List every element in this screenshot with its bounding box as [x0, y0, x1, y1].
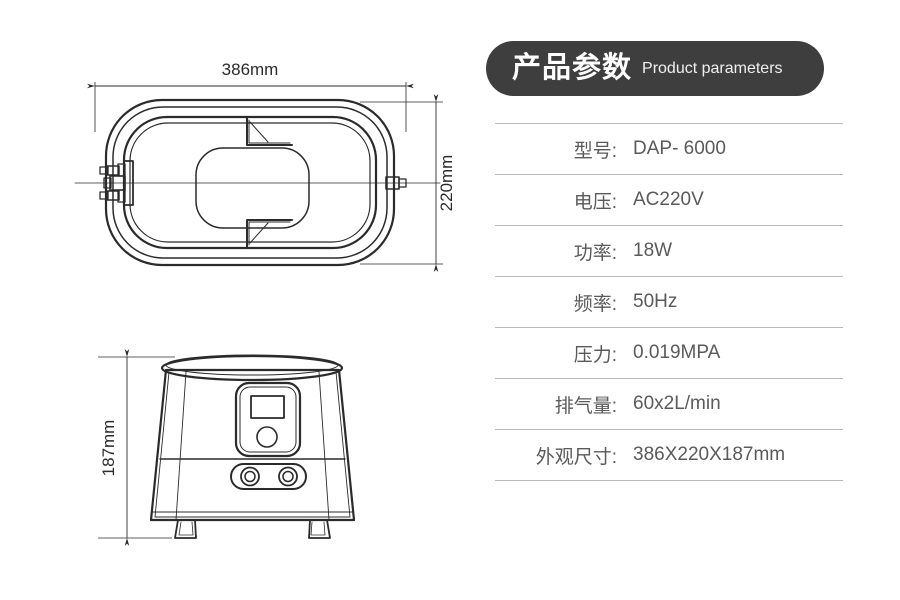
front-view-dimensions	[98, 349, 175, 546]
spec-row: 压力:0.019MPA	[495, 327, 843, 379]
spec-label: 压力:	[495, 327, 624, 379]
spec-title-cn: 产品参数	[512, 52, 633, 84]
spec-label: 功率:	[495, 225, 624, 277]
spec-label: 型号:	[495, 123, 624, 175]
spec-row: 型号:DAP- 6000	[495, 123, 843, 175]
spec-row: 电压:AC220V	[495, 174, 843, 226]
spec-label: 排气量:	[495, 378, 624, 430]
technical-drawings-panel: 386mm 220mm	[74, 60, 456, 546]
spec-row: 频率:50Hz	[495, 276, 843, 328]
top-view-width-label: 386mm	[222, 60, 279, 79]
front-view-height-label: 187mm	[99, 420, 118, 477]
spec-header-pill: 产品参数 Product parameters	[486, 41, 824, 96]
spec-title-en: Product parameters	[642, 59, 783, 77]
spec-value: AC220V	[624, 174, 843, 226]
spec-value: 60x2L/min	[624, 378, 843, 430]
top-view-drawing	[74, 98, 441, 267]
top-view-dimensions	[87, 82, 443, 272]
spec-label: 外观尺寸:	[495, 429, 624, 481]
spec-value: 18W	[624, 225, 843, 277]
spec-row: 外观尺寸:386X220X187mm	[495, 429, 843, 481]
spec-label: 电压:	[495, 174, 624, 226]
spec-value: 50Hz	[624, 276, 843, 328]
drawings-svg: 386mm 220mm	[74, 60, 456, 546]
top-view-height-label: 220mm	[437, 155, 456, 212]
spec-label: 频率:	[495, 276, 624, 328]
spec-row: 排气量:60x2L/min	[495, 378, 843, 430]
spec-value: DAP- 6000	[624, 123, 843, 175]
front-view-drawing	[149, 354, 356, 539]
spec-value: 386X220X187mm	[624, 429, 843, 481]
spec-row: 功率:18W	[495, 225, 843, 277]
spec-value: 0.019MPA	[624, 327, 843, 379]
